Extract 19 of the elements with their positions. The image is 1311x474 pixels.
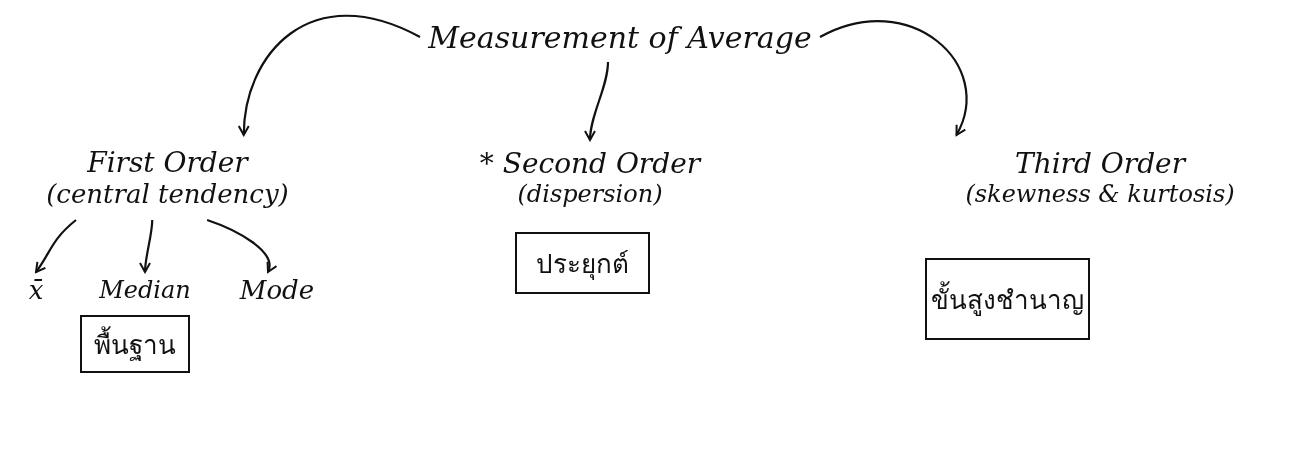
arrow — [139, 219, 154, 273]
arrow — [584, 61, 610, 141]
heading-text: Third Order — [1014, 147, 1186, 180]
heading-text: * Second Order — [479, 147, 701, 180]
heading-text: x̄ — [28, 275, 44, 305]
subheading-text: (skewness & kurtosis) — [965, 180, 1235, 208]
heading-text: First Order — [87, 146, 248, 179]
subheading-text: (dispersion) — [517, 180, 663, 208]
heading-text: Median — [99, 276, 191, 304]
arrow — [238, 14, 421, 136]
arrow — [35, 219, 77, 273]
label-box: ขั้นสูงชำนาญ — [925, 258, 1090, 340]
heading-text: Measurement of Average — [428, 19, 812, 55]
label-box: ประยุกต์ — [515, 232, 650, 294]
arrow — [206, 218, 277, 273]
subheading-text: (central tendency) — [46, 179, 289, 209]
label-box: พื้นฐาน — [80, 315, 190, 373]
heading-text: Mode — [239, 275, 315, 305]
arrow — [819, 20, 968, 136]
